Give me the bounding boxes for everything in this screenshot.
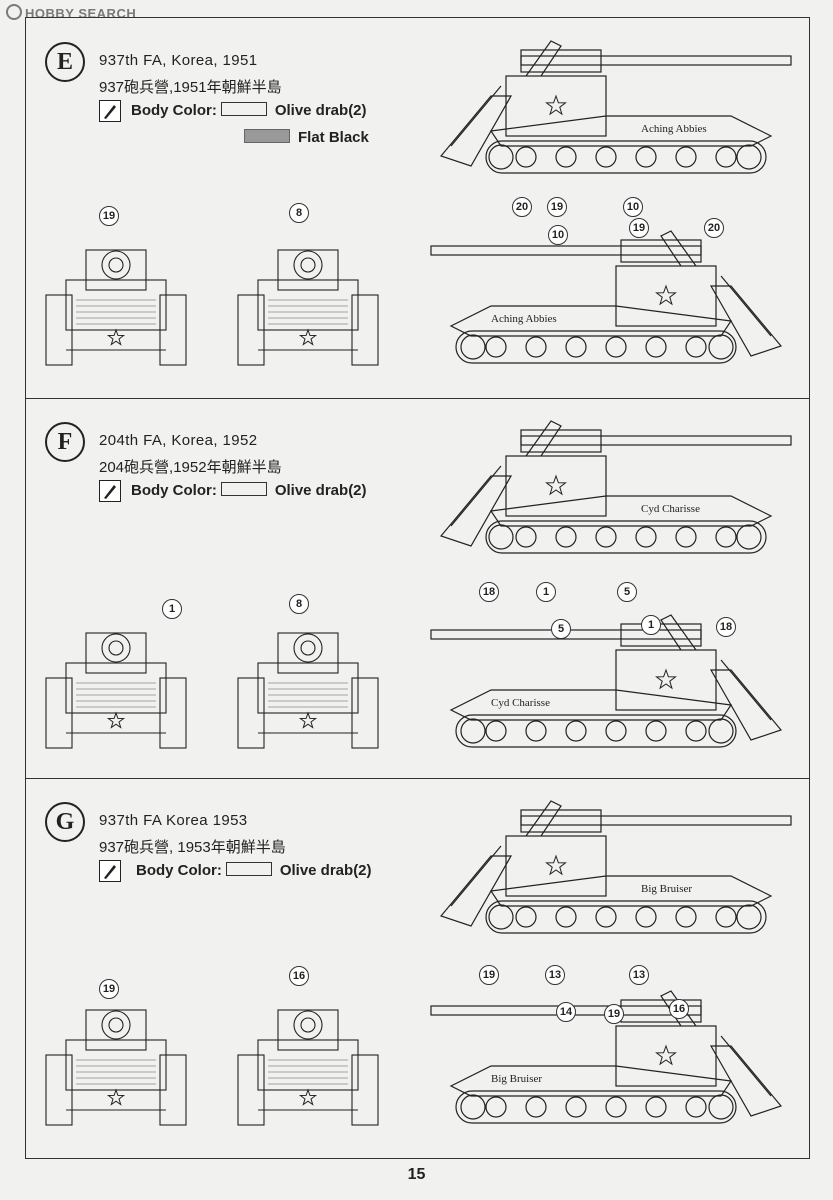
- section-divider: [26, 778, 809, 779]
- side-view-left: Big Bruiser: [439, 800, 792, 934]
- body-color-row: Body Color:Olive drab(2): [131, 482, 367, 499]
- decal-callout: 8: [289, 594, 309, 614]
- front-view: [45, 249, 187, 366]
- decal-callout: 19: [479, 965, 499, 985]
- decal-callout: 5: [551, 619, 571, 639]
- decal-callout: 16: [289, 966, 309, 986]
- paintbrush-icon: [99, 480, 121, 502]
- decal-callout: 5: [617, 582, 637, 602]
- decal-callout: 10: [623, 197, 643, 217]
- decal-callout: 1: [536, 582, 556, 602]
- decal-callout: 19: [629, 218, 649, 238]
- color-swatch: [225, 862, 272, 876]
- decal-callout: 19: [547, 197, 567, 217]
- side-view-right: Aching Abbies: [430, 230, 783, 364]
- vehicle-name-marking: Aching Abbies: [641, 123, 707, 135]
- decal-callout: 18: [716, 617, 736, 637]
- decal-callout: 20: [704, 218, 724, 238]
- decal-callout: 16: [669, 999, 689, 1019]
- vehicle-name-marking: Big Bruiser: [491, 1073, 542, 1085]
- decal-callout: 8: [289, 203, 309, 223]
- secondary-color-row: Flat Black: [240, 129, 369, 146]
- color-swatch: [244, 129, 290, 143]
- scheme-subtitle: 937砲兵營,1951年朝鮮半島: [99, 79, 282, 96]
- side-view-right: Cyd Charisse: [430, 614, 783, 748]
- front-view: [45, 1009, 187, 1126]
- page-number: 15: [407, 1166, 426, 1183]
- decal-callout: 13: [629, 965, 649, 985]
- scheme-subtitle: 937砲兵營, 1953年朝鮮半島: [99, 839, 286, 856]
- paintbrush-icon: [99, 100, 121, 122]
- side-view-left: Cyd Charisse: [439, 420, 792, 554]
- vehicle-name-marking: Cyd Charisse: [491, 697, 550, 709]
- rear-view: [237, 1009, 379, 1126]
- section-divider: [26, 398, 809, 399]
- scheme-title: 937th FA, Korea, 1951: [99, 52, 258, 69]
- scheme-title: 204th FA, Korea, 1952: [99, 432, 258, 449]
- body-color-row: Body Color:Olive drab(2): [131, 102, 367, 119]
- instruction-frame: E 937th FA, Korea, 1951 937砲兵營,1951年朝鮮半島…: [25, 17, 810, 1159]
- scheme-title: 937th FA Korea 1953: [99, 812, 248, 829]
- decal-callout: 1: [162, 599, 182, 619]
- scheme-letter: G: [45, 802, 85, 842]
- decal-callout: 13: [545, 965, 565, 985]
- paintbrush-icon: [99, 860, 121, 882]
- decal-callout: 14: [556, 1002, 576, 1022]
- hobby-search-logo-icon: [6, 4, 22, 20]
- rear-view: [237, 249, 379, 366]
- decal-callout: 1: [641, 615, 661, 635]
- body-color-row: Body Color:Olive drab(2): [136, 862, 372, 879]
- side-view-left: Aching Abbies: [439, 40, 792, 174]
- scheme-letter: F: [45, 422, 85, 462]
- front-view: [45, 632, 187, 749]
- vehicle-name-marking: Big Bruiser: [641, 883, 692, 895]
- rear-view: [237, 632, 379, 749]
- decal-callout: 19: [99, 979, 119, 999]
- vehicle-name-marking: Cyd Charisse: [641, 503, 700, 515]
- decal-callout: 19: [99, 206, 119, 226]
- scheme-subtitle: 204砲兵營,1952年朝鮮半島: [99, 459, 282, 476]
- decal-callout: 10: [548, 225, 568, 245]
- decal-callout: 19: [604, 1004, 624, 1024]
- decal-callout: 18: [479, 582, 499, 602]
- color-swatch: [220, 102, 267, 116]
- scheme-letter: E: [45, 42, 85, 82]
- vehicle-name-marking: Aching Abbies: [491, 313, 557, 325]
- color-swatch: [220, 482, 267, 496]
- decal-callout: 20: [512, 197, 532, 217]
